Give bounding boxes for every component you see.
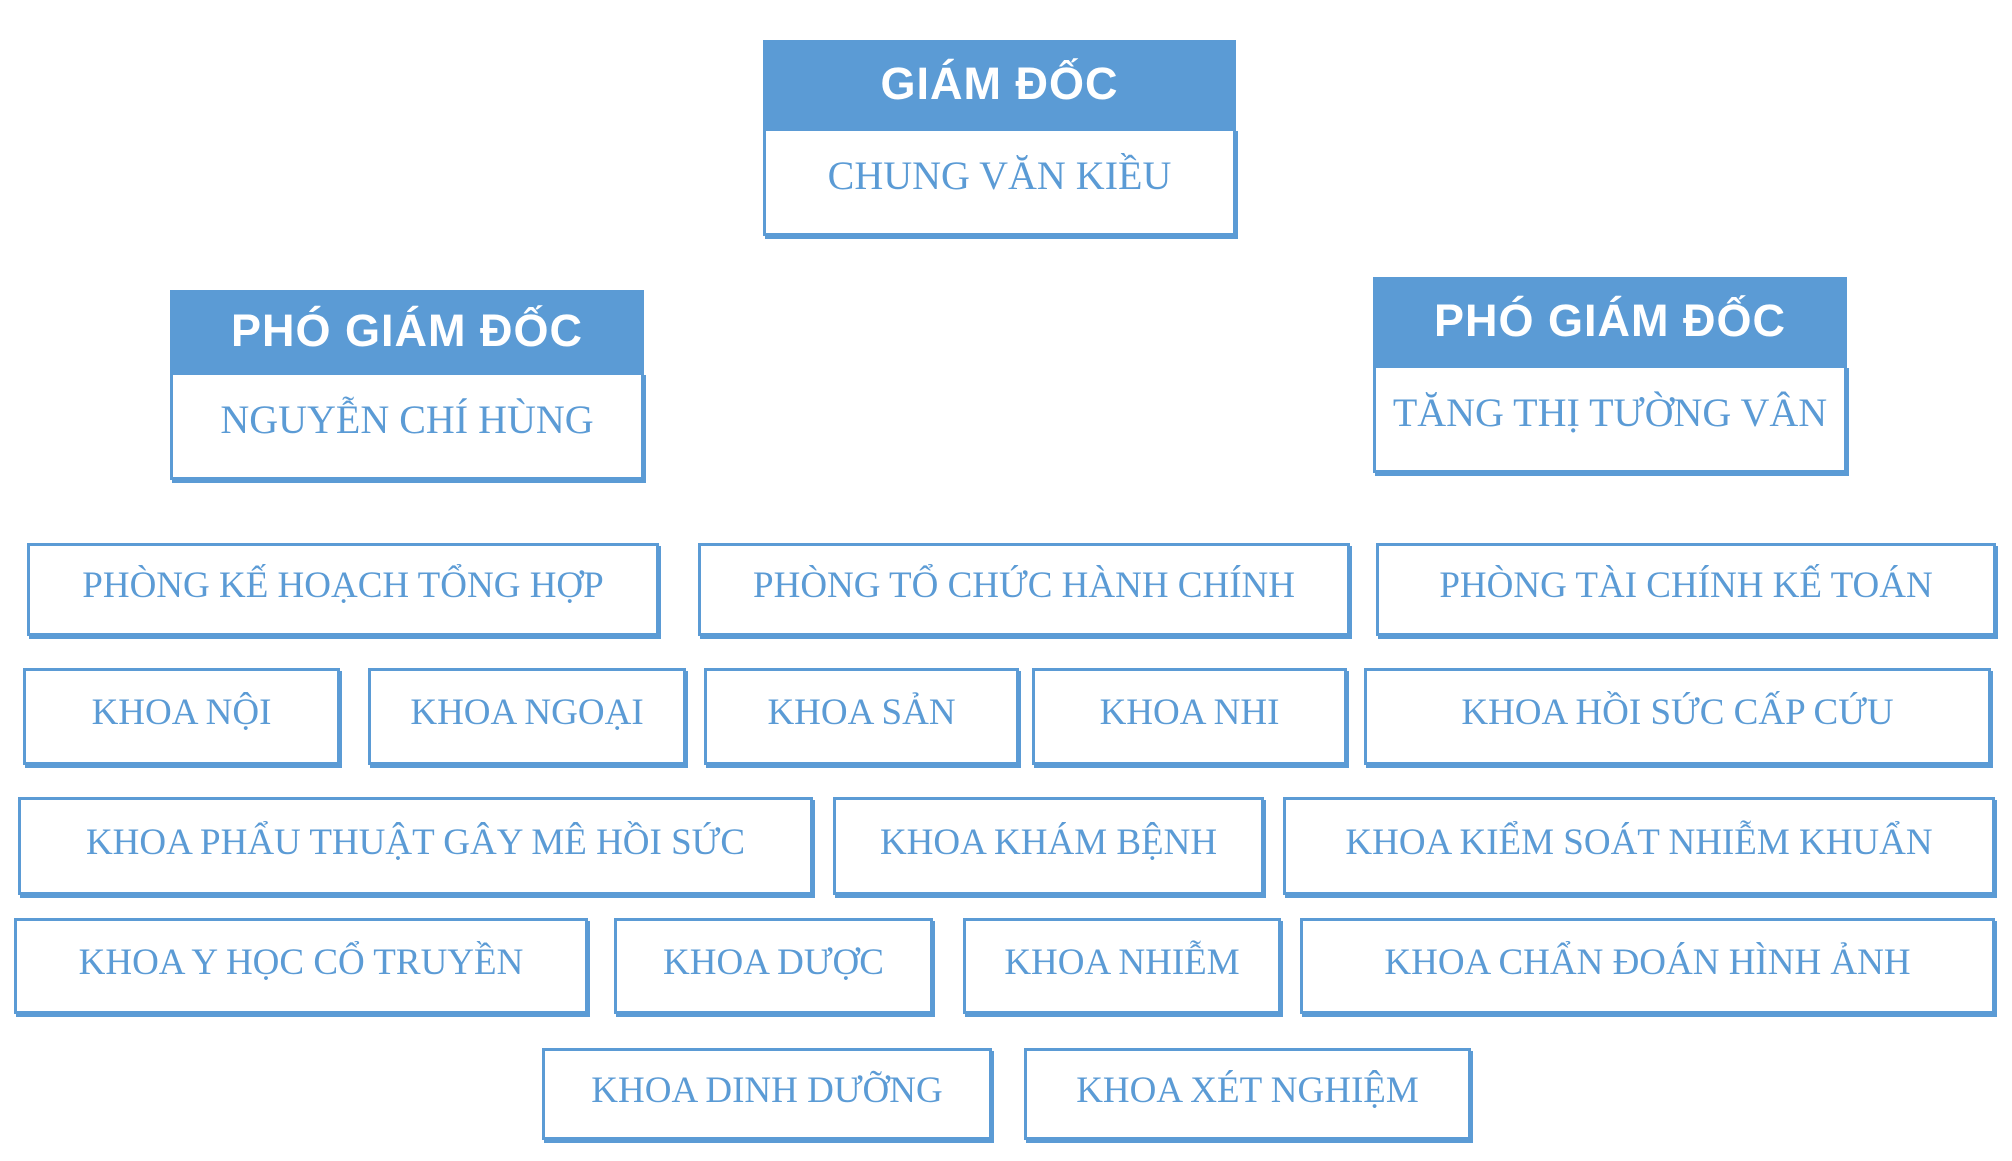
deputy-right-name: TĂNG THỊ TƯỜNG VÂN xyxy=(1373,365,1847,473)
unit-box-khoa-noi: KHOA NỘI xyxy=(23,668,340,765)
director-name: CHUNG VĂN KIỀU xyxy=(763,128,1236,236)
deputy-right-box: PHÓ GIÁM ĐỐC TĂNG THỊ TƯỜNG VÂN xyxy=(1373,277,1847,473)
unit-box-khoa-y-hoc-co-truyen: KHOA Y HỌC CỔ TRUYỀN xyxy=(14,918,588,1014)
unit-box-khoa-kham-benh: KHOA KHÁM BỆNH xyxy=(833,797,1264,895)
unit-box-khoa-nhi: KHOA NHI xyxy=(1032,668,1347,765)
unit-label: KHOA PHẨU THUẬT GÂY MÊ HỒI SỨC xyxy=(85,821,746,863)
unit-label: PHÒNG TÀI CHÍNH KẾ TOÁN xyxy=(1439,565,1933,606)
unit-box-phong-ke-hoach-tong-hop: PHÒNG KẾ HOẠCH TỔNG HỢP xyxy=(27,543,659,636)
unit-label: KHOA NỘI xyxy=(91,692,272,733)
director-box: GIÁM ĐỐC CHUNG VĂN KIỀU xyxy=(763,40,1236,236)
unit-label: KHOA Y HỌC CỔ TRUYỀN xyxy=(78,941,524,983)
director-title: GIÁM ĐỐC xyxy=(763,40,1236,128)
unit-box-khoa-duoc: KHOA DƯỢC xyxy=(614,918,933,1014)
unit-box-khoa-xet-nghiem: KHOA XÉT NGHIỆM xyxy=(1024,1048,1471,1140)
unit-label: KHOA DƯỢC xyxy=(663,941,884,983)
unit-label: KHOA NHI xyxy=(1099,692,1280,733)
deputy-left-box: PHÓ GIÁM ĐỐC NGUYỄN CHÍ HÙNG xyxy=(170,290,644,480)
unit-label: KHOA CHẨN ĐOÁN HÌNH ẢNH xyxy=(1384,941,1911,983)
unit-label: KHOA NGOẠI xyxy=(410,692,644,733)
unit-label: KHOA XÉT NGHIỆM xyxy=(1076,1069,1419,1111)
unit-box-khoa-hoi-suc-cap-cuu: KHOA HỒI SỨC CẤP CỨU xyxy=(1364,668,1991,765)
deputy-left-title: PHÓ GIÁM ĐỐC xyxy=(170,290,644,372)
unit-box-khoa-dinh-duong: KHOA DINH DƯỠNG xyxy=(542,1048,992,1140)
unit-box-khoa-kiem-soat-nhiem-khuan: KHOA KIỂM SOÁT NHIỄM KHUẨN xyxy=(1283,797,1995,895)
unit-label: KHOA DINH DƯỠNG xyxy=(591,1069,943,1111)
deputy-left-name: NGUYỄN CHÍ HÙNG xyxy=(170,372,644,480)
unit-box-khoa-phau-thuat-gay-me-hoi-suc: KHOA PHẨU THUẬT GÂY MÊ HỒI SỨC xyxy=(18,797,813,895)
unit-label: PHÒNG KẾ HOẠCH TỔNG HỢP xyxy=(82,565,604,606)
unit-box-khoa-nhiem: KHOA NHIỄM xyxy=(963,918,1281,1014)
unit-label: KHOA KHÁM BỆNH xyxy=(879,821,1218,863)
unit-label: PHÒNG TỔ CHỨC HÀNH CHÍNH xyxy=(753,565,1295,606)
unit-box-khoa-san: KHOA SẢN xyxy=(704,668,1019,765)
unit-label: KHOA HỒI SỨC CẤP CỨU xyxy=(1461,692,1894,733)
unit-label: KHOA NHIỄM xyxy=(1004,941,1240,983)
deputy-right-title: PHÓ GIÁM ĐỐC xyxy=(1373,277,1847,365)
unit-label: KHOA SẢN xyxy=(767,692,956,733)
unit-box-phong-to-chuc-hanh-chinh: PHÒNG TỔ CHỨC HÀNH CHÍNH xyxy=(698,543,1350,636)
unit-label: KHOA KIỂM SOÁT NHIỄM KHUẨN xyxy=(1345,821,1933,863)
unit-box-khoa-chan-doan-hinh-anh: KHOA CHẨN ĐOÁN HÌNH ẢNH xyxy=(1300,918,1995,1014)
unit-box-khoa-ngoai: KHOA NGOẠI xyxy=(368,668,686,765)
unit-box-phong-tai-chinh-ke-toan: PHÒNG TÀI CHÍNH KẾ TOÁN xyxy=(1376,543,1996,636)
